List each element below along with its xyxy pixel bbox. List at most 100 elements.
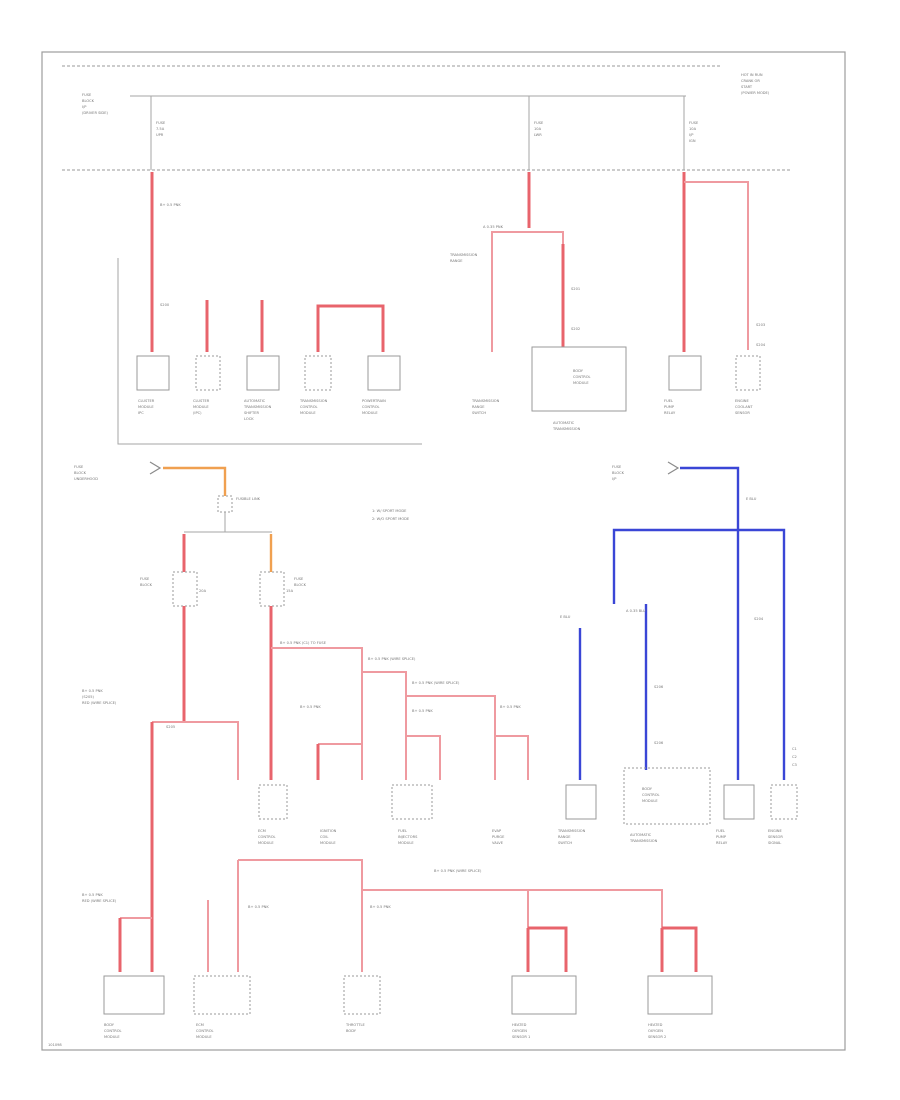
svg-text:C3: C3	[792, 763, 797, 767]
svg-text:CLUSTER: CLUSTER	[138, 399, 155, 403]
svg-text:S206: S206	[654, 741, 664, 745]
svg-text:ENGINE: ENGINE	[735, 399, 749, 403]
svg-text:FUSE: FUSE	[612, 465, 622, 469]
lower-component-row	[258, 767, 798, 825]
svg-text:A 0.35 PNK: A 0.35 PNK	[483, 225, 504, 229]
svg-text:FUEL: FUEL	[398, 829, 407, 833]
svg-text:MODULE: MODULE	[193, 405, 209, 409]
svg-text:(POWER MODE): (POWER MODE)	[741, 91, 770, 95]
svg-text:IGN: IGN	[689, 139, 696, 143]
svg-text:CONTROL: CONTROL	[362, 405, 380, 409]
svg-text:MODULE: MODULE	[104, 1035, 120, 1039]
svg-text:SHIFTER: SHIFTER	[244, 411, 260, 415]
svg-text:MODULE: MODULE	[320, 841, 336, 845]
svg-text:A 0.35 BLU: A 0.35 BLU	[626, 609, 646, 613]
svg-text:SWITCH: SWITCH	[558, 841, 572, 845]
svg-text:BLOCK: BLOCK	[612, 471, 625, 475]
svg-text:RELAY: RELAY	[664, 411, 676, 415]
svg-text:ECM: ECM	[258, 829, 266, 833]
svg-text:B+ 0.5 PNK (WIRE SPLICE): B+ 0.5 PNK (WIRE SPLICE)	[412, 681, 460, 685]
svg-text:VALVE: VALVE	[492, 841, 504, 845]
svg-text:SENSOR: SENSOR	[768, 835, 783, 839]
svg-text:CONTROL: CONTROL	[573, 375, 591, 379]
svg-text:AUTOMATIC: AUTOMATIC	[630, 833, 652, 837]
svg-text:E BLU: E BLU	[560, 615, 571, 619]
svg-text:BODY: BODY	[642, 787, 653, 791]
svg-text:SENSOR 2: SENSOR 2	[648, 1035, 666, 1039]
svg-text:B+ 0.5 PNK: B+ 0.5 PNK	[300, 705, 321, 709]
svg-text:BLOCK: BLOCK	[82, 99, 95, 103]
svg-text:CRANK OR: CRANK OR	[741, 79, 760, 83]
svg-text:B+ 0.5 PNK (C1) TO FUSE: B+ 0.5 PNK (C1) TO FUSE	[280, 641, 327, 645]
svg-text:B+ 0.5 PNK: B+ 0.5 PNK	[500, 705, 521, 709]
mid-left-feed: FUSE BLOCK UNDERHOOD FUSIBLE LINK	[74, 461, 261, 513]
svg-text:TRANSMISSION: TRANSMISSION	[629, 839, 658, 843]
svg-text:PUMP: PUMP	[664, 405, 675, 409]
svg-text:RANGE: RANGE	[450, 259, 463, 263]
svg-text:CONTROL: CONTROL	[258, 835, 276, 839]
svg-text:15A: 15A	[286, 589, 294, 593]
svg-text:MODULE: MODULE	[362, 411, 378, 415]
svg-text:MODULE: MODULE	[196, 1035, 212, 1039]
svg-text:ECM: ECM	[196, 1023, 204, 1027]
svg-text:(S205): (S205)	[82, 695, 95, 699]
svg-text:EVAP: EVAP	[492, 829, 502, 833]
svg-text:OXYGEN: OXYGEN	[648, 1029, 663, 1033]
svg-text:S203: S203	[756, 323, 765, 327]
svg-text:AUTOMATIC: AUTOMATIC	[553, 421, 575, 425]
upper-left-feed: B+ 0.5 PNK S200	[150, 172, 181, 352]
svg-text:POWERTRAIN: POWERTRAIN	[362, 399, 386, 403]
svg-text:AUTOMATIC: AUTOMATIC	[244, 399, 266, 403]
fuse-7-5a: FUSE 7.5A UPR	[150, 96, 166, 170]
svg-text:MODULE: MODULE	[573, 381, 589, 385]
svg-text:BLOCK: BLOCK	[74, 471, 87, 475]
svg-text:B+ 0.5 PNK: B+ 0.5 PNK	[412, 709, 433, 713]
svg-text:PUMP: PUMP	[716, 835, 727, 839]
svg-text:OXYGEN: OXYGEN	[512, 1029, 527, 1033]
svg-text:THROTTLE: THROTTLE	[345, 1023, 366, 1027]
svg-text:I/P: I/P	[689, 133, 694, 137]
lower-component-labels: ECM CONTROL MODULE IGNITION COIL MODULE …	[258, 787, 783, 845]
svg-text:20A: 20A	[199, 589, 207, 593]
svg-text:FUSE: FUSE	[74, 465, 84, 469]
svg-text:TRANSMISSION: TRANSMISSION	[471, 399, 500, 403]
upper-wire-4	[316, 304, 385, 352]
svg-text:FUSE: FUSE	[156, 121, 166, 125]
lower-right-blue: E BLU A 0.35 BLU S206 S206 S204 C1 C2 C3	[560, 604, 797, 780]
svg-text:S204: S204	[754, 617, 764, 621]
svg-text:RED (WIRE SPLICE): RED (WIRE SPLICE)	[82, 701, 117, 705]
legend: 1: W/ SPORT MODE 2: W/O SPORT MODE	[372, 509, 410, 521]
svg-text:UNDERHOOD: UNDERHOOD	[74, 477, 98, 481]
upper-component-labels-left: CLUSTER MODULE IPC CLUSTER MODULE (IPC) …	[138, 399, 386, 421]
lower-left-trunk: B+ 0.5 PNK (S205) RED (WIRE SPLICE) S205	[82, 606, 239, 972]
svg-text:FUSIBLE LINK: FUSIBLE LINK	[236, 497, 261, 501]
svg-text:TRANSMISSION: TRANSMISSION	[449, 253, 478, 257]
svg-text:FUSE: FUSE	[689, 121, 699, 125]
upper-right-feed: S203 S204 FUEL PUMP RELAY ENGINE COOLANT…	[664, 172, 766, 415]
svg-text:FUSE: FUSE	[534, 121, 544, 125]
bottom-component-row	[103, 975, 713, 1015]
svg-text:FUSE: FUSE	[82, 93, 92, 97]
svg-text:B+ 0.5 PNK: B+ 0.5 PNK	[82, 689, 103, 693]
svg-text:FUEL: FUEL	[716, 829, 725, 833]
svg-text:FUSE: FUSE	[294, 577, 304, 581]
svg-text:FUEL: FUEL	[664, 399, 673, 403]
left-feed-label: FUSE BLOCK I/P (DRIVER SIDE)	[82, 93, 108, 115]
svg-text:2: W/O SPORT MODE: 2: W/O SPORT MODE	[372, 517, 410, 521]
svg-text:S202: S202	[571, 327, 580, 331]
svg-text:10A: 10A	[534, 127, 542, 131]
svg-text:CONTROL: CONTROL	[642, 793, 660, 797]
diagram-frame	[41, 51, 846, 1051]
svg-text:MODULE: MODULE	[300, 411, 316, 415]
upper-module-group	[531, 346, 627, 412]
svg-text:S206: S206	[654, 685, 664, 689]
svg-text:(DRIVER SIDE): (DRIVER SIDE)	[82, 111, 108, 115]
fuse-10a-lwr: FUSE 10A LWR	[528, 96, 544, 170]
svg-text:IGNITION: IGNITION	[320, 829, 337, 833]
svg-text:SIGNAL: SIGNAL	[768, 841, 781, 845]
svg-text:1: W/ SPORT MODE: 1: W/ SPORT MODE	[372, 509, 407, 513]
svg-text:B+ 0.5 PNK: B+ 0.5 PNK	[248, 905, 269, 909]
mid-right-feed: FUSE BLOCK I/P E BLU	[612, 461, 786, 780]
svg-text:RED (WIRE SPLICE): RED (WIRE SPLICE)	[82, 899, 117, 903]
svg-text:B+ 0.5 PNK (WIRE SPLICE): B+ 0.5 PNK (WIRE SPLICE)	[434, 869, 482, 873]
